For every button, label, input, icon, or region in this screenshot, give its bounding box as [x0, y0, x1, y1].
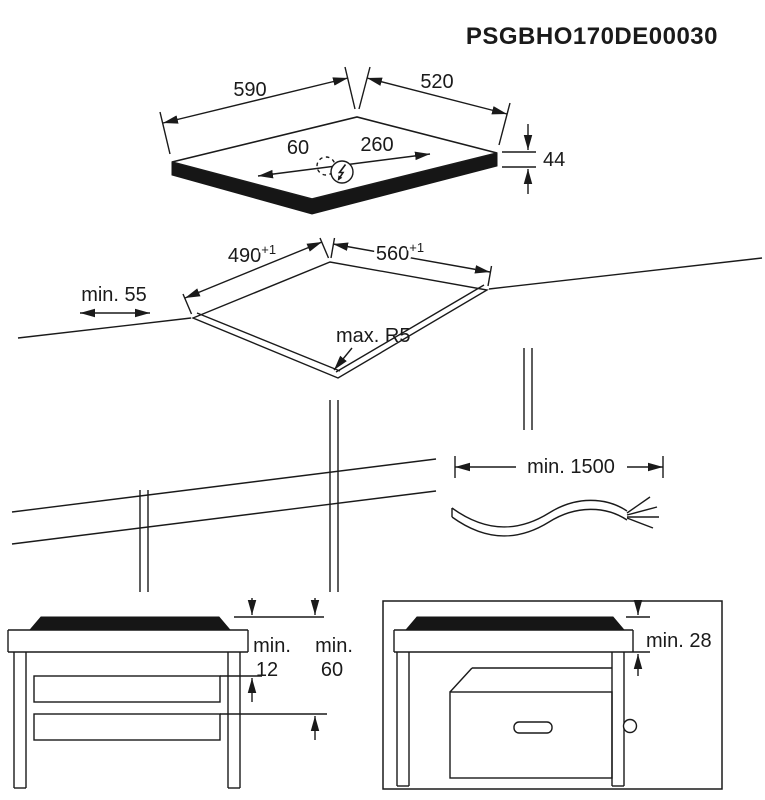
power-connection-icon [330, 160, 354, 184]
hob-isometric-view: 590 520 44 60 260 [159, 66, 565, 215]
cutout-opening [191, 261, 489, 379]
drawer-value-b: 60 [321, 659, 343, 681]
dim-560: 560+1 [330, 237, 493, 287]
hob-height-label: 44 [543, 149, 565, 171]
oven-knob [622, 718, 638, 734]
worktop-rear-edge-right [488, 257, 763, 290]
cabinet-right-side [227, 652, 241, 789]
cable-length-view: min. 1500 [451, 453, 664, 537]
drawer-min-label-b: min. [315, 635, 353, 657]
dim-power-position: 60 260 [257, 134, 431, 184]
worktop-rear-edge-left [17, 317, 192, 339]
oven-cabinet-left-side [396, 652, 410, 787]
mains-cable-drawing [451, 496, 659, 537]
worktop-cutout-view: 490+1 560+1 min. 55 max. R5 [11, 237, 763, 592]
drawer-value-a: 12 [256, 659, 278, 681]
counter-cross-section [7, 629, 249, 653]
dim-min-28: min. 28 [626, 600, 712, 676]
corner-radius-label: max. R5 [336, 325, 410, 347]
lightning-bolt-icon [337, 164, 347, 180]
oven-cabinet-right-side [611, 652, 638, 787]
hob-cross-section [28, 616, 232, 631]
oven-front [449, 691, 613, 779]
cutout-width-label: 490+1 [228, 242, 276, 267]
dim-520: 520 [358, 66, 511, 146]
drawer-installation-view: min. 12 min. 60 [7, 598, 353, 789]
worktop-front-edge [11, 458, 437, 545]
dim-min-55: min. 55 [80, 284, 150, 318]
drawer-front-lower [33, 713, 221, 741]
table-leg-right [523, 348, 533, 430]
dim-max-r5: max. R5 [333, 325, 410, 371]
oven-handle [513, 721, 553, 734]
dim-590: 590 [159, 66, 356, 155]
drawer-front-upper [33, 675, 221, 703]
hob-cross-section-oven [404, 616, 626, 631]
dim-44: 44 [502, 124, 565, 194]
oven-view-frame [382, 600, 723, 790]
table-leg-left [139, 490, 149, 592]
dim-min-60: min. 60 [220, 598, 353, 740]
oven-body [449, 667, 613, 779]
cutout-depth-label: 560+1 [376, 240, 424, 265]
dim-min-1500: min. 1500 [454, 453, 664, 481]
oven-clearance-label: min. 28 [646, 630, 712, 652]
cable-length-label: min. 1500 [527, 456, 615, 478]
power-offset-a-label: 60 [287, 137, 309, 159]
oven-counter-cross-section [393, 629, 634, 653]
oven-installation-view: min. 28 [382, 600, 723, 790]
drawer-min-label-a: min. [253, 635, 291, 657]
rear-clearance-label: min. 55 [81, 284, 147, 306]
table-leg-middle [329, 400, 339, 592]
cabinet-left-leg [13, 652, 27, 789]
hob-width-label: 590 [233, 79, 266, 101]
dim-490: 490+1 [182, 237, 330, 315]
dim-min-12: min. 12 [220, 598, 324, 702]
power-offset-b-label: 260 [360, 134, 393, 156]
product-code: PSGBHO170DE00030 [466, 23, 718, 50]
hob-depth-label: 520 [420, 71, 453, 93]
